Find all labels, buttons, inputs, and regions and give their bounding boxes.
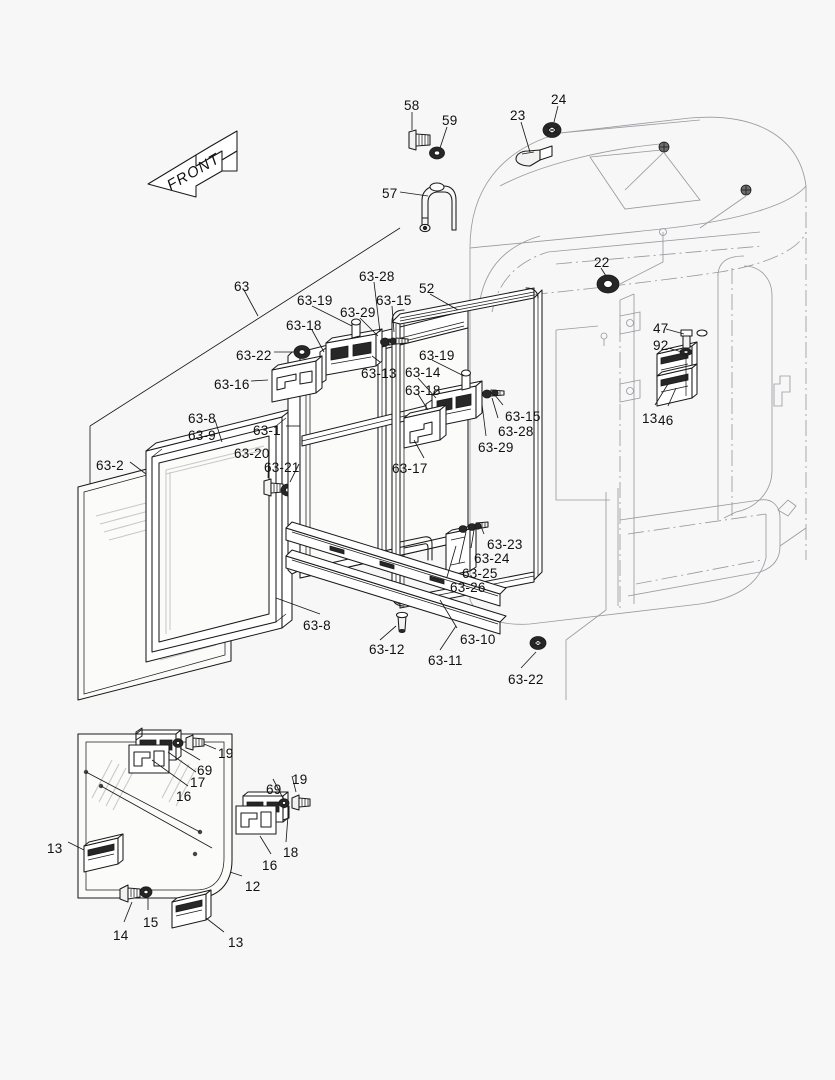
bolt-58 <box>408 129 431 151</box>
hinge-63-13 <box>325 328 383 376</box>
grab-rail-13-right <box>656 363 698 407</box>
fastener-63-28-right <box>491 389 499 397</box>
callout-63-25: 63-25 <box>462 566 498 581</box>
callout-63-29: 63-29 <box>478 440 514 455</box>
nut-63-22-left <box>293 345 311 359</box>
grommet-22 <box>596 274 620 294</box>
callout-16: 16 <box>262 858 278 873</box>
roof-fastener-b <box>740 184 752 196</box>
bolt-63-20 <box>263 478 284 497</box>
callout-63-22: 63-22 <box>236 348 272 363</box>
callout-63-12: 63-12 <box>369 642 405 657</box>
handle-63-17 <box>403 404 447 449</box>
washer-63-25 <box>458 525 468 533</box>
callout-63-19: 63-19 <box>419 348 455 363</box>
callout-63-13: 63-13 <box>361 366 397 381</box>
u-bracket-57 <box>419 182 457 233</box>
callout-63-11: 63-11 <box>428 653 463 668</box>
leader-lines <box>67 105 685 933</box>
callout-57: 57 <box>382 186 398 201</box>
callout-24: 24 <box>551 92 567 107</box>
callout-63-8: 63-8 <box>303 618 331 633</box>
callout-17: 17 <box>190 775 206 790</box>
callout-69: 69 <box>197 763 213 778</box>
nut-24 <box>542 122 562 138</box>
window-frame-63-8 <box>145 408 293 663</box>
bracket-63-16 <box>271 355 323 403</box>
callout-63-17: 63-17 <box>392 461 428 476</box>
callout-63-29: 63-29 <box>340 305 376 320</box>
fastener-63-15-left <box>395 337 409 345</box>
callout-22: 22 <box>594 255 610 270</box>
roof-fastener-a <box>658 141 670 153</box>
callout-63-21: 63-21 <box>264 460 300 475</box>
knob-23 <box>515 145 553 167</box>
front-direction-arrow: FRONT <box>147 130 238 198</box>
callout-63-15: 63-15 <box>505 409 541 424</box>
callout-63-8: 63-8 <box>188 411 216 426</box>
callout-59: 59 <box>442 113 458 128</box>
bolt-63-23 <box>474 521 489 530</box>
grip-13-left <box>83 833 124 873</box>
callout-18: 18 <box>283 845 299 860</box>
screw-63-12 <box>395 611 409 634</box>
callout-23: 23 <box>510 108 526 123</box>
bolt-19-lower <box>291 794 311 811</box>
callout-47: 47 <box>653 321 669 336</box>
cab-shell-outline <box>469 116 807 700</box>
callout-63-28: 63-28 <box>498 424 534 439</box>
guide-rail-63-10 <box>285 521 507 607</box>
bolt-14 <box>119 884 141 903</box>
washer-69-lower <box>278 798 290 808</box>
bracket-16-lower <box>235 805 277 835</box>
callout-63-22: 63-22 <box>508 672 544 687</box>
callout-46: 46 <box>658 413 674 428</box>
callout-63-16: 63-16 <box>214 377 250 392</box>
callout-63: 63 <box>234 279 250 294</box>
bolt-47 <box>680 329 708 396</box>
bracket-16-upper <box>128 744 170 774</box>
latch-63-19-left <box>350 318 362 339</box>
group-63-boundary <box>89 227 401 427</box>
callout-92: 92 <box>653 338 669 353</box>
washer-92 <box>679 348 693 356</box>
callout-15: 15 <box>143 915 159 930</box>
washer-59 <box>429 146 445 160</box>
callout-63-28: 63-28 <box>359 269 395 284</box>
nut-63-22-bottom <box>529 636 547 650</box>
callout-14: 14 <box>113 928 129 943</box>
latch-63-19-right <box>460 369 472 391</box>
callout-63-1: 63-1 <box>253 423 281 438</box>
callout-63-18: 63-18 <box>405 383 441 398</box>
callout-63-24: 63-24 <box>474 551 510 566</box>
callout-63-23: 63-23 <box>487 537 523 552</box>
callout-58: 58 <box>404 98 420 113</box>
callout-63-18: 63-18 <box>286 318 322 333</box>
callout-19: 19 <box>292 772 308 787</box>
callout-63-15: 63-15 <box>376 293 412 308</box>
callout-19: 19 <box>218 746 234 761</box>
callout-52: 52 <box>419 281 435 296</box>
callout-69: 69 <box>266 782 282 797</box>
callout-63-26: 63-26 <box>450 580 486 595</box>
callout-63-9: 63-9 <box>188 428 216 443</box>
grip-13-center <box>171 889 212 929</box>
callout-13: 13 <box>228 935 244 950</box>
callout-13: 13 <box>642 411 658 426</box>
fastener-63-29-right <box>482 389 492 399</box>
callout-63-20: 63-20 <box>234 446 270 461</box>
callout-63-10: 63-10 <box>460 632 496 647</box>
callout-63-14: 63-14 <box>405 365 441 380</box>
fastener-63-28-left <box>389 337 397 345</box>
washer-15 <box>139 886 153 898</box>
callout-63-19: 63-19 <box>297 293 333 308</box>
callout-63-2: 63-2 <box>96 458 124 473</box>
washer-69-upper <box>172 738 184 748</box>
callout-12: 12 <box>245 879 261 894</box>
callout-13: 13 <box>47 841 63 856</box>
callout-16: 16 <box>176 789 192 804</box>
guide-rail-63-11 <box>285 549 507 635</box>
bolt-19-upper <box>185 734 205 751</box>
